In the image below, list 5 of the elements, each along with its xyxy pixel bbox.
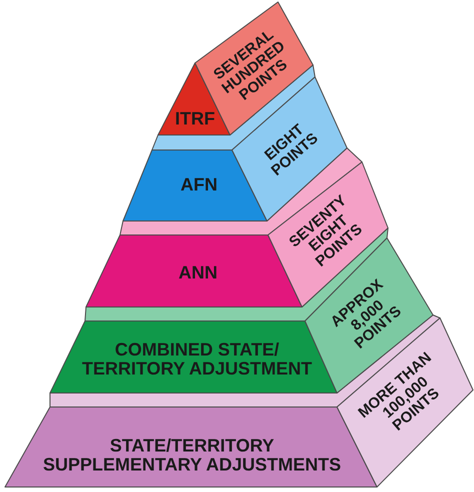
tier-name: COMBINED STATE/ TERRITORY ADJUSTMENT <box>80 340 314 380</box>
tier-name: ITRF <box>174 109 216 129</box>
tier-name: STATE/TERRITORY SUPPLEMENTARY ADJUSTMENTS <box>42 436 342 476</box>
tier-name: ANN <box>178 263 218 283</box>
tier-name: AFN <box>180 175 218 195</box>
